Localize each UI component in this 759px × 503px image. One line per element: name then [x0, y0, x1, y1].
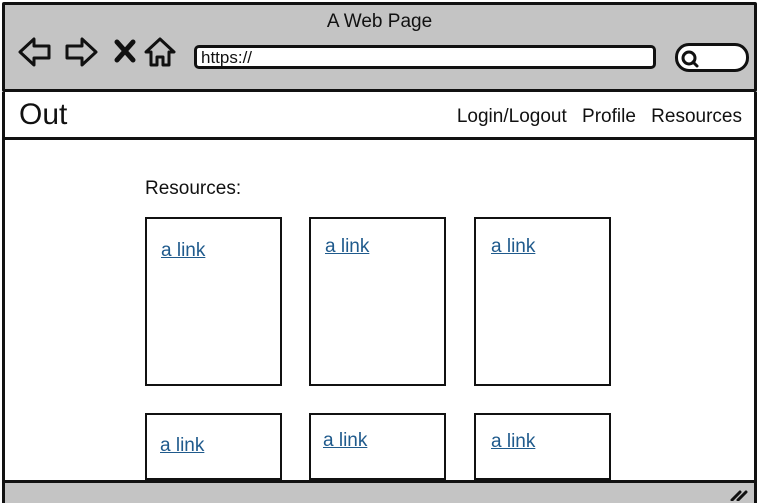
browser-chrome: A Web Page https://	[2, 2, 757, 92]
search-icon	[681, 50, 699, 68]
resource-link[interactable]: a link	[325, 236, 370, 257]
window-title: A Web Page	[326, 11, 433, 32]
resize-grip-icon[interactable]	[730, 487, 748, 501]
status-bar	[2, 480, 757, 503]
resource-link[interactable]: a link	[491, 431, 536, 452]
resource-link[interactable]: a link	[160, 435, 205, 456]
site-header: Out Login/Logout Profile Resources	[2, 92, 757, 140]
resource-link[interactable]: a link	[323, 430, 368, 451]
resource-card: a link	[474, 217, 611, 386]
url-field[interactable]: https://	[194, 45, 656, 69]
search-field[interactable]	[675, 43, 749, 72]
resource-card: a link	[474, 413, 611, 480]
home-icon[interactable]	[143, 35, 177, 69]
resource-card: a link	[145, 413, 282, 480]
resource-link[interactable]: a link	[161, 240, 206, 261]
nav-resources[interactable]: Resources	[651, 106, 742, 127]
resources-title: Resources:	[145, 178, 242, 199]
nav-login-logout[interactable]: Login/Logout	[456, 106, 567, 127]
resource-card: a link	[309, 413, 446, 480]
site-brand[interactable]: Out	[19, 98, 68, 131]
forward-arrow-icon[interactable]	[63, 35, 99, 69]
resource-card: a link	[309, 217, 446, 386]
resource-link[interactable]: a link	[491, 236, 536, 257]
site-nav: Login/Logout Profile Resources	[447, 106, 742, 128]
nav-profile[interactable]: Profile	[582, 106, 636, 127]
resource-card: a link	[145, 217, 282, 386]
back-arrow-icon[interactable]	[17, 35, 53, 69]
close-x-icon[interactable]	[113, 37, 137, 65]
